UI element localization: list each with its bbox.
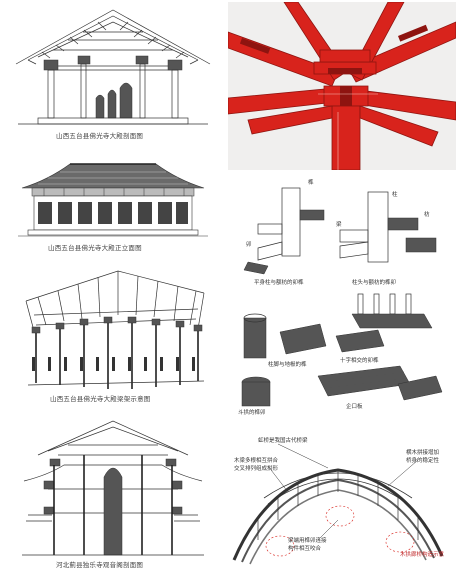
joint-caption-cross: 十字相交的卯榫 <box>340 358 379 364</box>
bridge-note-bottom-1: 梁端用榫卯连接 <box>288 538 327 544</box>
bridge-note-right-2: 桥身的稳定性 <box>406 458 440 464</box>
bridge-note-corner: 木拱廊桥构造示意 <box>400 552 445 558</box>
bridge-diagram-panel: 虹桥是我国古代桥梁 木梁多根相互拼合 交叉排列组成拱形 横木拼接增加 桥身的稳定… <box>228 420 456 571</box>
beam-frame-panel: 山西五台县佛光寺大殿梁架示意图 <box>8 265 218 415</box>
bridge-note-right-1: 横木拼接增加 <box>406 450 440 456</box>
bridge-note-left-1: 木梁多根相互拼合 <box>234 458 279 464</box>
bridge-note-bottom-2: 构件相互咬合 <box>288 546 322 552</box>
red-bracket-panel <box>228 2 456 170</box>
elevation-drawing-panel: 山西五台县佛光寺大殿正立面图 <box>8 150 218 265</box>
beam-frame-drawing <box>25 270 205 389</box>
elevation-caption: 山西五台县佛光寺大殿正立面图 <box>48 244 142 252</box>
joint-label-tenon: 榫 <box>308 180 314 186</box>
red-bracket-illustration <box>228 2 456 170</box>
joint-label-fang: 枋 <box>424 212 430 218</box>
joint-caption-dougong: 斗拱的榫卯 <box>238 410 266 416</box>
bridge-note-top: 虹桥是我国古代桥梁 <box>258 438 308 444</box>
temple-section-drawing <box>15 9 211 125</box>
joint-caption-head-fang: 柱头与额枋的榫卯 <box>352 280 397 286</box>
joint-diagram-panel: 榫 卯 柱 枋 梁 平身柱与额枋的卯榫 柱头与额枋的榫卯 柱脚与地栿的榫 十字相… <box>228 170 456 418</box>
joint-caption-column-fang: 平身柱与额枋的卯榫 <box>254 280 304 286</box>
bridge-note-left-2: 交叉排列组成拱形 <box>234 466 279 472</box>
joint-caption-foot: 柱脚与地栿的榫 <box>268 362 307 368</box>
section-drawing-panel: 山西五台县佛光寺大殿剖面图 <box>8 2 218 150</box>
joint-caption-board: 企口板 <box>346 404 363 410</box>
pavilion-section-panel: 河北蓟县独乐寺观音阁剖面图 <box>8 415 218 571</box>
joint-label-beam: 梁 <box>336 222 342 228</box>
joint-label-mortise: 卯 <box>246 242 252 248</box>
pavilion-caption: 河北蓟县独乐寺观音阁剖面图 <box>56 561 144 569</box>
joint-label-column: 柱 <box>392 192 398 198</box>
pavilion-section-drawing <box>22 420 204 556</box>
column-legend-marks <box>32 357 195 371</box>
joint-drawings <box>241 187 443 407</box>
beam-frame-caption: 山西五台县佛光寺大殿梁架示意图 <box>50 395 151 403</box>
temple-elevation-drawing <box>18 163 208 237</box>
section-caption: 山西五台县佛光寺大殿剖面图 <box>56 132 144 140</box>
bridge-drawing <box>232 443 444 565</box>
